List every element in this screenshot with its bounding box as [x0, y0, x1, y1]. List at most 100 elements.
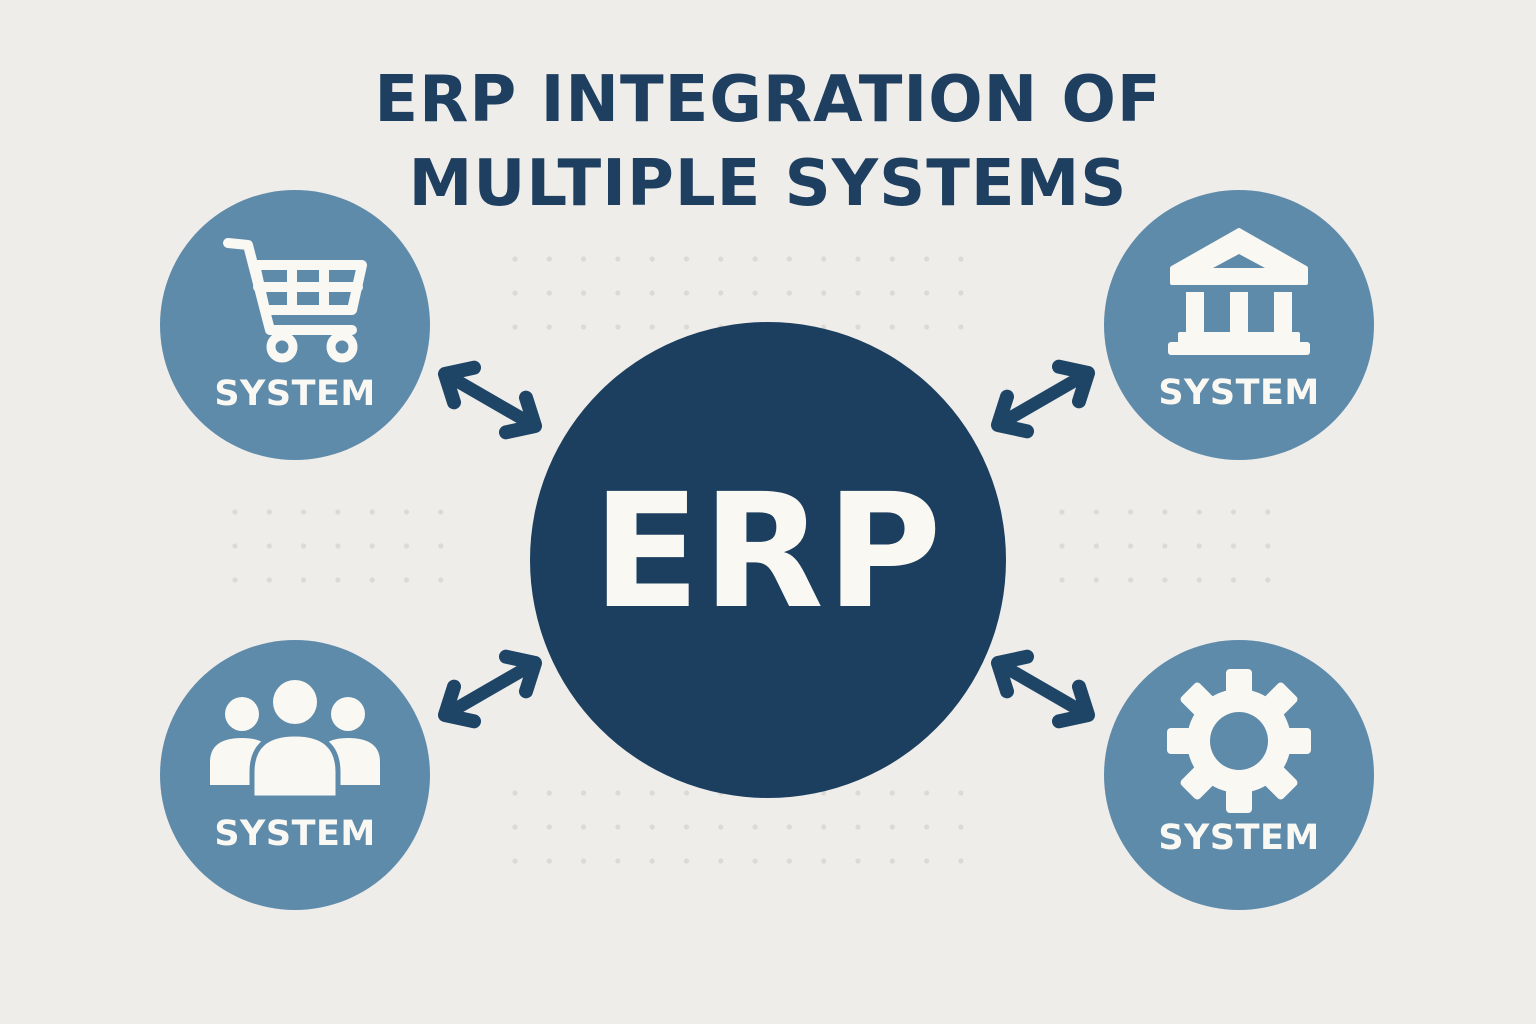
grid-dot — [301, 509, 307, 515]
grid-dot — [924, 790, 930, 796]
system-label: SYSTEM — [214, 374, 376, 414]
arrow-bottom-right — [988, 646, 1098, 733]
grid-dot — [615, 790, 621, 796]
grid-dot — [546, 790, 552, 796]
erp-hub-label: ERP — [592, 460, 944, 644]
grid-dot — [615, 824, 621, 830]
grid-dot — [752, 256, 758, 262]
grid-dot — [649, 790, 655, 796]
grid-dot — [335, 577, 341, 583]
grid-dot — [889, 324, 895, 330]
grid-dot — [718, 290, 724, 296]
grid-dot — [718, 256, 724, 262]
grid-dot — [786, 824, 793, 830]
gear-icon — [1167, 669, 1311, 813]
grid-dot — [1196, 509, 1202, 515]
grid-dot — [649, 290, 655, 296]
grid-dot — [752, 858, 758, 864]
arrow-top-left — [435, 357, 545, 444]
grid-dot — [615, 290, 621, 296]
grid-dot — [581, 858, 587, 864]
diagram-title: ERP INTEGRATION OF MULTIPLE SYSTEMS — [0, 58, 1536, 226]
grid-dot — [581, 256, 587, 262]
grid-dot — [335, 543, 341, 549]
grid-dot — [1093, 577, 1099, 583]
grid-dot — [889, 290, 895, 296]
grid-dot — [821, 824, 827, 830]
grid-dot — [546, 256, 552, 262]
system-node-people[interactable]: SYSTEM — [160, 640, 430, 910]
grid-dot — [403, 509, 410, 515]
grid-dot — [403, 577, 410, 583]
bank-building-icon — [1168, 228, 1310, 355]
grid-dot — [786, 858, 793, 864]
grid-dot — [546, 290, 552, 296]
grid-dot — [958, 256, 964, 262]
grid-dot — [1196, 577, 1202, 583]
system-node-finance[interactable]: SYSTEM — [1104, 190, 1374, 460]
grid-dot — [369, 543, 375, 549]
grid-dot — [546, 324, 552, 330]
grid-dot — [683, 324, 690, 330]
grid-dot — [1128, 577, 1134, 583]
system-node-commerce[interactable]: SYSTEM — [160, 190, 430, 460]
grid-dot — [512, 290, 518, 296]
system-label: SYSTEM — [1158, 818, 1320, 858]
grid-dot — [1059, 543, 1065, 549]
grid-dot — [958, 824, 964, 830]
grid-dot — [924, 824, 930, 830]
system-node-operations[interactable]: SYSTEM — [1104, 640, 1374, 910]
grid-dot — [1093, 543, 1099, 549]
grid-dot — [232, 543, 238, 549]
grid-dot — [752, 290, 758, 296]
grid-dot — [581, 324, 587, 330]
grid-dot — [512, 324, 518, 330]
grid-dot — [512, 256, 518, 262]
grid-dot — [683, 858, 690, 864]
grid-dot — [1230, 509, 1237, 515]
grid-dot — [924, 858, 930, 864]
grid-dot — [301, 577, 307, 583]
grid-dot — [855, 790, 861, 796]
grid-dot — [1059, 577, 1065, 583]
grid-dot — [1059, 509, 1065, 515]
users-group-icon — [210, 680, 380, 801]
grid-dot — [546, 824, 552, 830]
grid-dot — [683, 790, 690, 796]
grid-dot — [649, 824, 655, 830]
grid-dot — [924, 256, 930, 262]
grid-dot — [889, 858, 895, 864]
grid-dot — [958, 290, 964, 296]
grid-dot — [649, 256, 655, 262]
grid-dot — [581, 790, 587, 796]
grid-dot — [821, 858, 827, 864]
arrow-top-right — [988, 356, 1098, 443]
grid-dot — [266, 577, 272, 583]
grid-dot — [1162, 543, 1168, 549]
grid-dot — [924, 324, 930, 330]
title-line-2: MULTIPLE SYSTEMS — [408, 147, 1128, 221]
arrow-bottom-left — [435, 646, 545, 733]
grid-dot — [924, 290, 930, 296]
grid-dot — [786, 256, 793, 262]
erp-hub[interactable]: ERP — [530, 322, 1006, 798]
grid-dot — [1162, 509, 1168, 515]
grid-dot — [438, 577, 444, 583]
grid-dot — [581, 824, 587, 830]
grid-dot — [855, 824, 861, 830]
grid-dot — [1265, 543, 1271, 549]
grid-dot — [855, 324, 861, 330]
system-label: SYSTEM — [214, 814, 376, 854]
grid-dot — [438, 509, 444, 515]
grid-dot — [512, 824, 518, 830]
grid-dot — [649, 858, 655, 864]
grid-dot — [1230, 543, 1237, 549]
grid-dot — [958, 858, 964, 864]
grid-dot — [889, 790, 895, 796]
grid-dot — [649, 324, 655, 330]
grid-dot — [1230, 577, 1237, 583]
grid-dot — [232, 509, 238, 515]
grid-dot — [958, 790, 964, 796]
grid-dot — [335, 509, 341, 515]
